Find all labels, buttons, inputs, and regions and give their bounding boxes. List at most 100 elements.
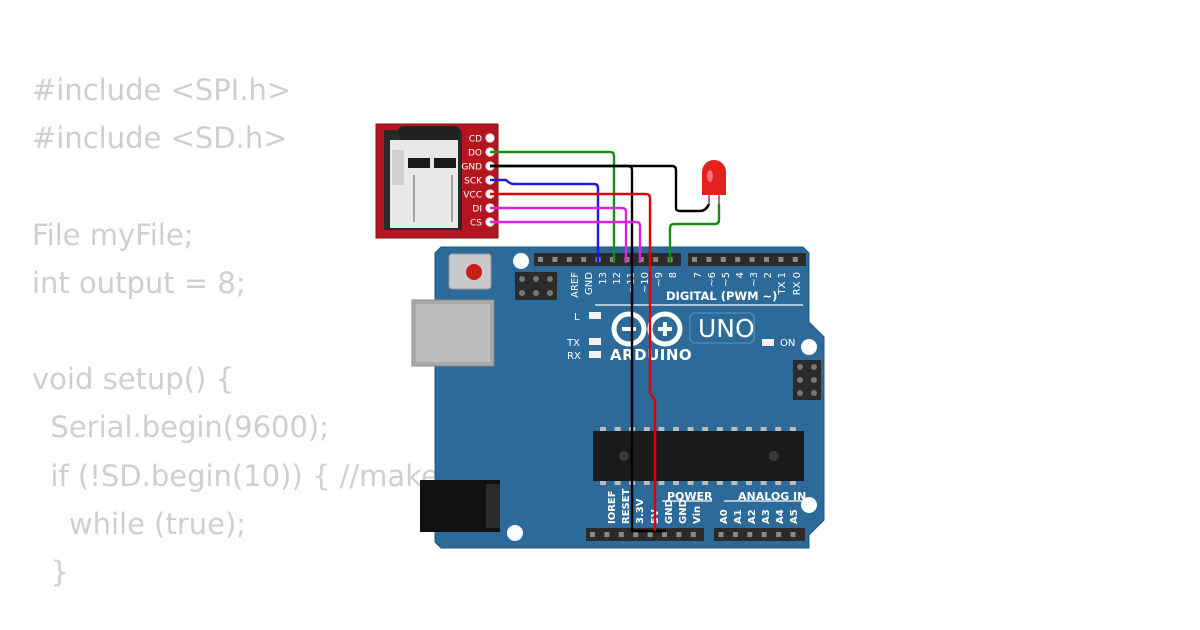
reset-button[interactable] — [448, 253, 492, 290]
chip-pin — [702, 427, 709, 431]
header-pin-hole — [720, 257, 726, 262]
pin-label: A4 — [775, 509, 786, 524]
chip-pin — [789, 427, 796, 431]
code-line: if (!SD.begin(10)) { //make — [32, 458, 439, 493]
power-header-label: POWER — [667, 490, 713, 503]
chip-pin — [775, 481, 782, 485]
wires — [490, 150, 721, 533]
pin-label: GND — [678, 499, 689, 524]
chip-pin — [673, 481, 679, 485]
pin-label: A2 — [747, 509, 758, 524]
chip-pin — [731, 427, 738, 431]
sd-pin-label: DI — [472, 205, 482, 215]
sd-pin-label: CD — [469, 135, 482, 145]
code-line: int output = 8; — [32, 265, 246, 300]
pin-label: RESET — [621, 488, 632, 524]
icsp-header — [515, 272, 557, 300]
pin-label: GND — [664, 499, 675, 524]
header-pin-hole — [653, 257, 659, 262]
uno-text: UNO — [698, 314, 755, 343]
pin-label: 8 — [668, 272, 679, 278]
header-pin-hole — [732, 532, 738, 537]
svg-text:RX: RX — [567, 351, 581, 362]
pin-label: 7 — [693, 272, 704, 278]
pin-label: RX 0 — [792, 272, 803, 295]
header-pin-hole — [638, 257, 644, 262]
header-pin-hole — [749, 257, 755, 262]
analog-header-label: ANALOG IN — [738, 490, 806, 503]
pin-label: 13 — [598, 272, 609, 285]
chip-pin — [775, 427, 782, 431]
header-pin-hole — [676, 532, 682, 537]
pin-label: IOREF — [607, 490, 618, 524]
pin-label: 2 — [763, 272, 774, 278]
pin-label: 12 — [612, 272, 623, 285]
wire-gnd-board — [490, 164, 666, 533]
sd-pin-label: CS — [470, 219, 482, 229]
wire-cs-pin10 — [490, 220, 642, 263]
wire-sck-pin13 — [490, 178, 600, 263]
svg-text:TX: TX — [566, 338, 580, 349]
chip-pin — [716, 481, 723, 485]
chip-pin — [658, 481, 665, 485]
led-highlight — [707, 170, 713, 182]
chip-pin — [687, 427, 694, 431]
led-on: ON — [762, 338, 795, 349]
chip-pin — [789, 481, 796, 485]
code-line: while (true); — [32, 506, 247, 541]
header-pin-hole — [692, 257, 697, 262]
pin-label: A1 — [733, 509, 744, 524]
header-pin-hole — [706, 257, 712, 262]
code-listing: #include <SPI.h>#include <SD.h>File myFi… — [32, 66, 439, 596]
code-line: #include <SPI.h> — [32, 73, 292, 107]
wire-led-pin8 — [668, 204, 721, 263]
pin-label: 3.3V — [635, 498, 646, 524]
header-pin-hole — [610, 257, 615, 262]
header-pin-hole — [538, 257, 543, 262]
header-pin-hole — [792, 257, 798, 262]
icsp2-header — [793, 360, 821, 400]
analog-header — [714, 528, 805, 541]
header-pin-hole — [776, 532, 782, 537]
header-pin-hole — [747, 532, 753, 537]
chip-pin — [643, 481, 650, 485]
chip-pin — [673, 427, 679, 431]
pin-label: ~5 — [721, 272, 732, 287]
sd-card-socket — [384, 126, 462, 230]
header-pin-hole — [735, 257, 741, 262]
chip-pin — [614, 427, 621, 431]
header-pin-hole — [790, 532, 796, 537]
header-pin-hole — [552, 257, 558, 262]
svg-text:ON: ON — [780, 338, 795, 349]
digital-header-label: DIGITAL (PWM ~) — [666, 289, 777, 303]
usb-port — [411, 299, 495, 367]
header-pin-hole — [590, 532, 595, 537]
code-line: void setup() { — [32, 362, 234, 397]
pin-label: GND — [584, 272, 595, 295]
header-pin-hole — [566, 257, 572, 262]
power-header — [586, 528, 704, 541]
led-rx: RX — [567, 351, 601, 362]
pin-label: 4 — [735, 272, 746, 278]
header-pin-hole — [761, 532, 767, 537]
pin-label: A0 — [719, 509, 730, 524]
header-pin-hole — [764, 257, 769, 262]
sd-pin-label: SCK — [464, 177, 483, 187]
sd-pin-label: DO — [468, 149, 482, 159]
header-pin-hole — [618, 532, 624, 537]
pin-label: TX 1 — [777, 272, 788, 296]
wire-do-pin12 — [490, 150, 616, 263]
code-line: Serial.begin(9600); — [32, 410, 330, 445]
chip-pin — [716, 427, 723, 431]
wire-gnd-led — [490, 164, 711, 213]
digital-header-left — [534, 253, 681, 266]
sd-pin-cd: CD — [469, 133, 495, 145]
mounting-hole — [507, 525, 523, 541]
chip-pin — [600, 481, 606, 485]
header-pin-hole — [662, 532, 667, 537]
pin-label: Vin — [692, 506, 703, 524]
header-pin-hole — [633, 532, 639, 537]
header-pin-hole — [718, 532, 724, 537]
